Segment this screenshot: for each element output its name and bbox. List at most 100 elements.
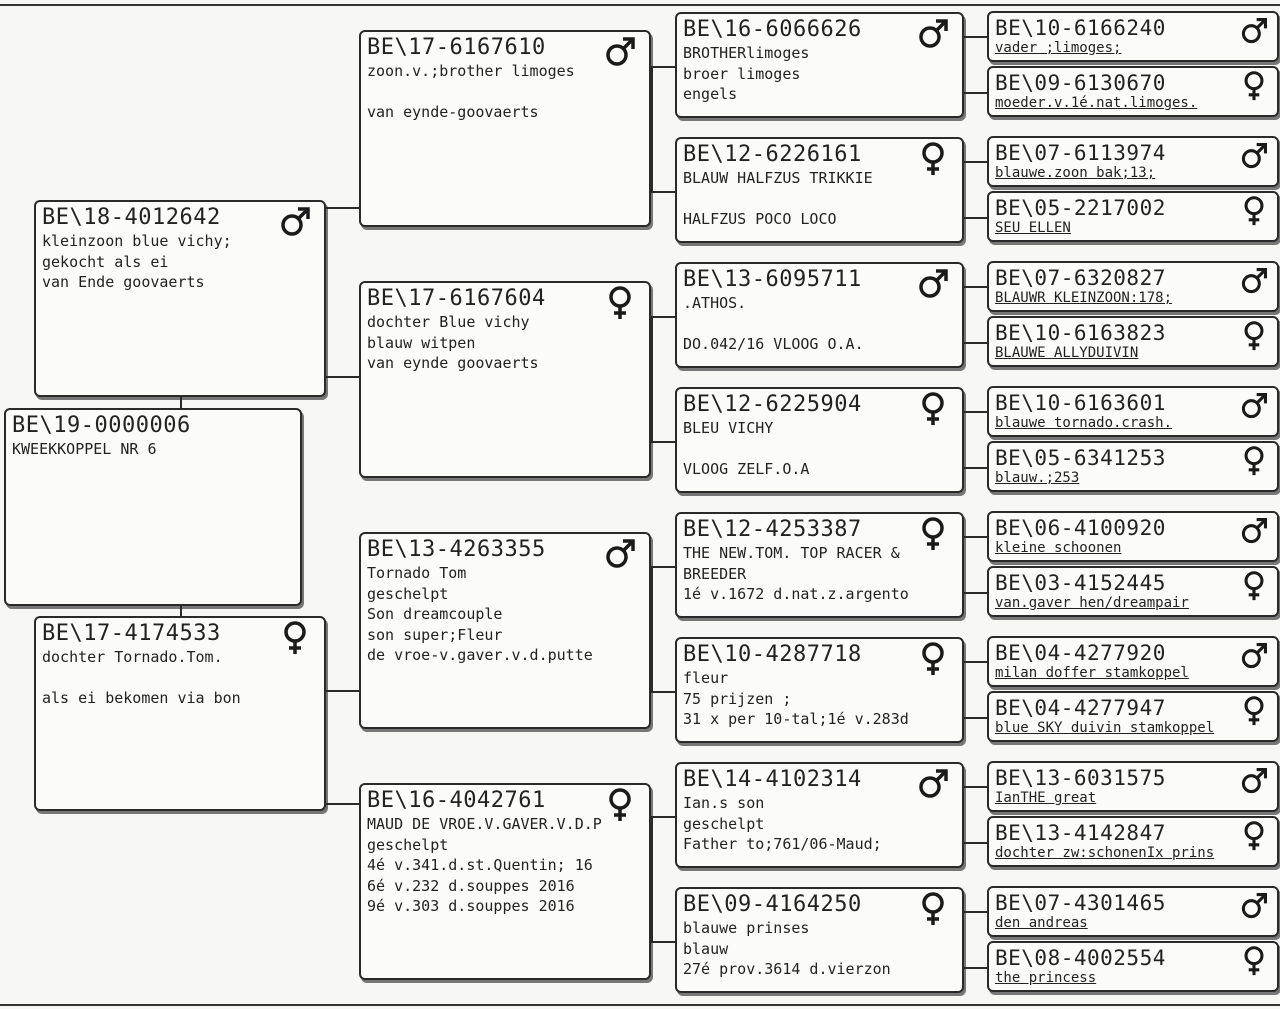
connector-line <box>651 691 675 693</box>
ring-number: BE\13-4142847 <box>995 821 1166 845</box>
ring-number: BE\09-4164250 <box>683 892 862 917</box>
pedigree-note-line: blauwe prinses <box>683 919 810 937</box>
ring-number: BE\10-6163601 <box>995 391 1166 415</box>
connector-line <box>964 536 987 538</box>
pedigree-note-line: blue SKY duivin stamkoppel <box>995 720 1215 736</box>
female-symbol-icon <box>916 891 950 927</box>
pedigree-note-line: blauwe.zoon bak;13; <box>995 165 1156 181</box>
female-symbol-icon <box>1239 195 1269 227</box>
male-symbol-icon <box>916 766 950 802</box>
connector-line <box>651 66 653 193</box>
pedigree-note-line: den andreas <box>995 915 1088 931</box>
pedigree-note-line: kleine schoonen <box>995 540 1122 556</box>
male-symbol-icon <box>278 204 312 240</box>
connector-line <box>964 217 987 219</box>
connector-line <box>326 690 359 692</box>
male-symbol-icon <box>1239 15 1269 47</box>
connector-line <box>964 842 987 844</box>
ring-number: BE\16-6066626 <box>683 17 862 42</box>
connector-line <box>651 566 675 568</box>
pedigree-note-line: moeder.v.1é.nat.limoges. <box>995 95 1198 111</box>
connector-line <box>326 207 359 209</box>
ring-number: BE\10-4287718 <box>683 642 862 667</box>
pedigree-note-line: vader ;limoges; <box>995 40 1122 56</box>
great-grandparent-card: BE\13-6095711.ATHOS.DO.042/16 VLOOG O.A. <box>675 262 964 368</box>
pedigree-note-line: the princess <box>995 970 1097 986</box>
female-symbol-icon <box>1239 320 1269 352</box>
female-symbol-icon <box>916 641 950 677</box>
pedigree-note-line: MAUD DE VROE.V.GAVER.V.D.P <box>367 815 602 833</box>
pedigree-note-line: dochter Tornado.Tom. <box>42 648 223 666</box>
pedigree-note-line: 75 prijzen ; <box>683 689 792 708</box>
pedigree-note-line: 27é prov.3614 d.vierzon <box>683 960 891 978</box>
male-symbol-icon <box>1239 890 1269 922</box>
male-symbol-icon <box>1239 140 1269 172</box>
ring-number: BE\12-6226161 <box>683 142 862 167</box>
pedigree-note-line: BLAUWR KLEINZOON:178; <box>995 290 1173 306</box>
pedigree-note-line: kleinzoon blue vichy; <box>42 232 232 250</box>
ring-number: BE\16-4042761 <box>367 788 546 813</box>
ring-number: BE\10-6163823 <box>995 321 1166 345</box>
pedigree-note-line: HALFZUS POCO LOCO <box>683 210 837 228</box>
connector-line <box>964 286 987 288</box>
pedigree-note-line: son super;Fleur <box>367 625 503 644</box>
female-symbol-icon <box>916 141 950 177</box>
connector-line <box>651 316 675 318</box>
female-symbol-icon <box>1239 945 1269 977</box>
female-symbol-icon <box>1239 70 1269 102</box>
ring-number: BE\13-4263355 <box>367 537 546 562</box>
female-symbol-icon <box>916 391 950 427</box>
connector-line <box>964 342 987 344</box>
male-symbol-icon <box>603 34 637 70</box>
connector-line <box>651 816 675 818</box>
connector-line <box>964 967 987 969</box>
pedigree-note-line: blauw witpen <box>367 333 476 352</box>
connector-line <box>964 36 987 38</box>
pedigree-note-line <box>367 82 643 103</box>
ring-number: BE\04-4277920 <box>995 641 1166 665</box>
ring-number: BE\05-2217002 <box>995 196 1166 220</box>
pedigree-note-line: VLOOG ZELF.O.A <box>683 460 810 478</box>
ring-number: BE\19-0000006 <box>12 413 191 438</box>
male-symbol-icon <box>1239 390 1269 422</box>
pedigree-note-line: Ian.s son <box>683 794 765 812</box>
pedigree-note-line: DO.042/16 VLOOG O.A. <box>683 335 864 353</box>
ring-number: BE\18-4012642 <box>42 205 221 230</box>
pedigree-note-line: de vroe-v.gaver.v.d.putte <box>367 646 593 664</box>
female-symbol-icon <box>1239 695 1269 727</box>
pedigree-note-line: van eynde goovaerts <box>367 354 539 372</box>
connector-line <box>964 92 987 94</box>
pedigree-note-line: geschelpt <box>683 814 765 833</box>
pedigree-note-line: blauw.;253 <box>995 470 1080 486</box>
ring-number: BE\03-4152445 <box>995 571 1166 595</box>
pedigree-note-line: 9é v.303 d.souppes 2016 <box>367 897 575 915</box>
connector-line <box>964 661 987 663</box>
male-symbol-icon <box>603 536 637 572</box>
ring-number: BE\17-6167604 <box>367 286 546 311</box>
connector-line <box>651 191 675 193</box>
connector-line <box>180 606 182 616</box>
female-symbol-icon <box>1239 570 1269 602</box>
ring-number: BE\12-4253387 <box>683 517 862 542</box>
pedigree-note-line: BLEU VICHY <box>683 419 774 437</box>
pedigree-note-line: Tornado Tom <box>367 564 467 582</box>
ring-number: BE\05-6341253 <box>995 446 1166 470</box>
pedigree-note-line <box>683 189 956 210</box>
pedigree-note-line: Son dreamcouple <box>367 605 503 623</box>
ring-number: BE\08-4002554 <box>995 946 1166 970</box>
